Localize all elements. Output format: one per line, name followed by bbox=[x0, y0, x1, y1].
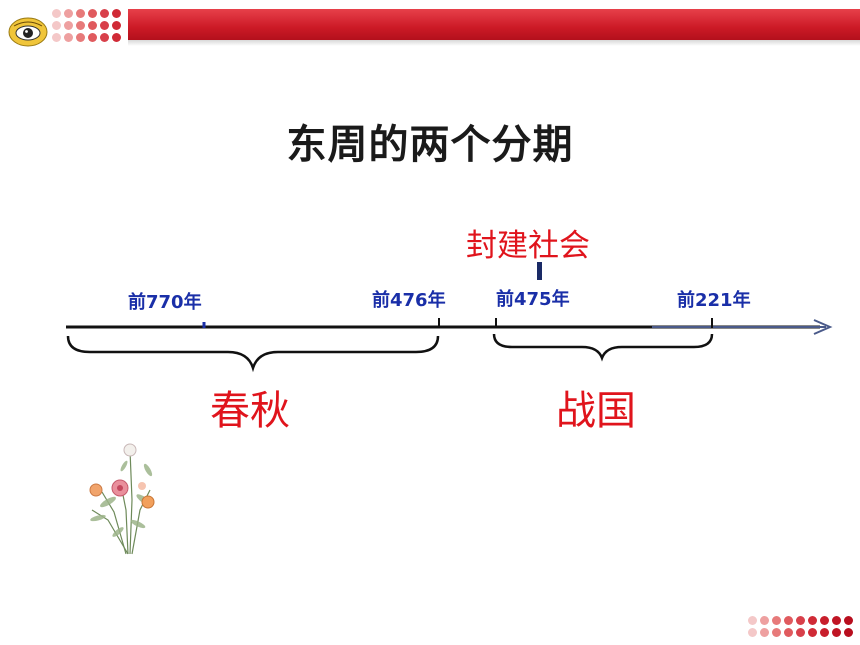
feudal-marker bbox=[537, 262, 542, 280]
period-label-spring-autumn: 春秋 bbox=[210, 388, 290, 434]
brace-spring-autumn bbox=[66, 335, 440, 373]
header-banner-shadow bbox=[128, 40, 860, 46]
slide-title: 东周的两个分期 bbox=[286, 122, 574, 168]
timeline-arrow-head bbox=[813, 319, 833, 335]
bottom-dot-strip bbox=[748, 616, 856, 640]
year-label-475bc: 前475年 bbox=[496, 289, 570, 310]
eye-emblem-icon bbox=[8, 17, 48, 47]
flower-bouquet-icon bbox=[89, 443, 155, 555]
feudal-society-label: 封建社会 bbox=[466, 228, 590, 264]
year-label-770bc: 前770年 bbox=[128, 292, 202, 313]
period-label-warring-states: 战国 bbox=[556, 388, 636, 434]
header-banner bbox=[128, 9, 860, 40]
top-dot-grid bbox=[52, 9, 124, 42]
brace-warring-states bbox=[492, 333, 714, 362]
year-label-221bc: 前221年 bbox=[677, 290, 751, 311]
year-label-476bc: 前476年 bbox=[372, 290, 446, 311]
